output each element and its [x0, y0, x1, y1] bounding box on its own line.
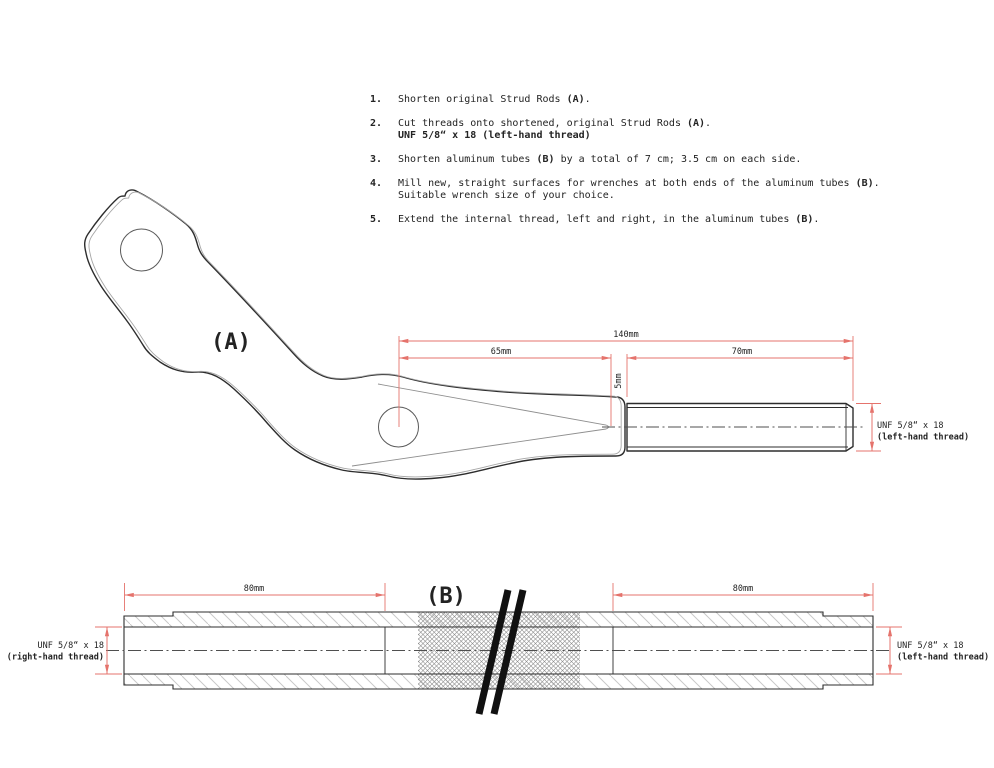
tube-outline	[123, 611, 874, 690]
part-label-b: (B)	[426, 584, 466, 609]
instruction-number: 5.	[370, 214, 383, 225]
break-slash-left	[475, 589, 512, 715]
part-label-a: (A)	[211, 330, 251, 355]
rod-thread-spec: UNF 5/8“ x 18	[877, 421, 944, 431]
dim-label-65mm: 65mm	[491, 347, 511, 357]
dim-label-70mm: 70mm	[732, 347, 752, 357]
break-slash-right	[490, 589, 527, 715]
dim-label-80mm-left: 80mm	[244, 584, 264, 594]
dim-label-140mm: 140mm	[613, 330, 639, 340]
thread-spec-line: UNF 5/8“ x 18 (left-hand thread)	[398, 130, 591, 141]
dim-label-5mm: 5mm	[614, 373, 624, 388]
instruction-number: 2.	[370, 118, 383, 129]
arm-hole-top	[120, 228, 163, 272]
tube-thread-right-hand: (left-hand thread)	[897, 653, 989, 663]
instruction-text: Extend the internal thread, left and rig…	[398, 214, 820, 225]
tube-thread-left-spec: UNF 5/8“ x 18	[37, 641, 104, 651]
dim-label-80mm-right: 80mm	[733, 584, 753, 594]
instruction-item-4: 4. Mill new, straight surfaces for wrenc…	[370, 178, 960, 202]
tube-thread-left-hand: (right-hand thread)	[7, 652, 104, 663]
instruction-number: 4.	[370, 178, 383, 189]
arm-hole-middle	[378, 406, 419, 448]
instruction-item-5: 5. Extend the internal thread, left and …	[370, 214, 960, 226]
tube-thread-right-spec: UNF 5/8“ x 18	[897, 641, 964, 651]
instruction-item-1: 1. Shorten original Strud Rods (A).	[370, 94, 960, 106]
rod-thread-hand: (left-hand thread)	[877, 433, 969, 443]
instruction-text: Cut threads onto shortened, original Str…	[398, 118, 712, 141]
drawing-b: 80mm 80mm UNF 5/8“ x 18 (right-hand thre…	[7, 583, 989, 715]
instruction-list: 1. Shorten original Strud Rods (A). 2. C…	[370, 94, 960, 238]
strut-arm-outline	[83, 189, 626, 480]
instruction-item-3: 3. Shorten aluminum tubes (B) by a total…	[370, 154, 960, 166]
instruction-text-line2: Suitable wrench size of your choice.	[398, 190, 615, 201]
arm-inner-edge-line	[88, 191, 622, 478]
instruction-text: Shorten original Strud Rods (A).	[398, 94, 591, 105]
instruction-item-2: 2. Cut threads onto shortened, original …	[370, 118, 960, 142]
drawing-a: 140mm 65mm 70mm 5mm UNF 5/8“ x 18 (left-…	[83, 189, 969, 480]
instruction-number: 3.	[370, 154, 383, 165]
instruction-number: 1.	[370, 94, 383, 105]
instruction-text: Shorten aluminum tubes (B) by a total of…	[398, 154, 802, 165]
instruction-text: Mill new, straight surfaces for wrenches…	[398, 178, 880, 201]
